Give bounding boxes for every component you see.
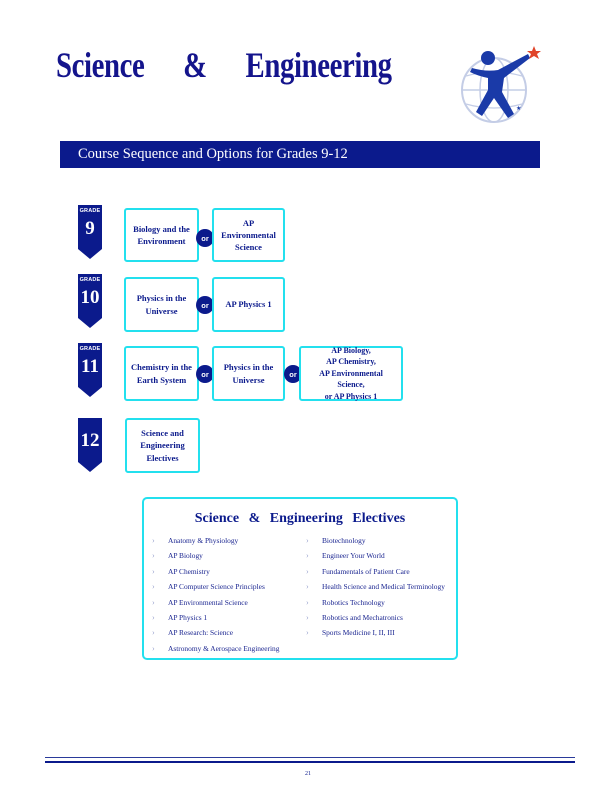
grade-tab-9: GRADE 9 [78, 205, 102, 249]
grade-tab-point [78, 462, 102, 472]
course-box: Physics in the Universe [124, 277, 199, 332]
list-item: Biotechnology [300, 533, 445, 549]
or-connector: or [196, 296, 214, 314]
list-item: Robotics and Mechatronics [300, 610, 445, 626]
electives-panel: Science & Engineering Electives Anatomy … [142, 497, 458, 660]
grade-number: 9 [85, 218, 95, 239]
list-item: Engineer Your World [300, 548, 445, 564]
list-item: AP Research: Science [146, 625, 279, 641]
grade-tab-label: GRADE [79, 346, 101, 352]
list-item: AP Physics 1 [146, 610, 279, 626]
or-connector: or [284, 365, 302, 383]
list-item: AP Computer Science Principles [146, 579, 279, 595]
svg-text:★: ★ [516, 105, 521, 112]
list-item: AP Chemistry [146, 564, 279, 580]
course-box: AP Physics 1 [212, 277, 285, 332]
electives-right-list: Biotechnology Engineer Your World Fundam… [300, 533, 445, 641]
list-item: AP Environmental Science [146, 595, 279, 611]
page-title: Science & Engineering [56, 45, 392, 85]
list-item: Fundamentals of Patient Care [300, 564, 445, 580]
course-box: Biology and the Environment [124, 208, 199, 262]
course-box: AP Environmental Science [212, 208, 285, 262]
list-item: Anatomy & Physiology [146, 533, 279, 549]
or-connector: or [196, 365, 214, 383]
grade-number: 11 [81, 356, 99, 377]
grade-tab-12: 12 [78, 418, 102, 462]
grade-tab-10: GRADE 10 [78, 274, 102, 318]
course-sequence-banner: Course Sequence and Options for Grades 9… [60, 141, 540, 168]
grade-number: 10 [80, 287, 100, 308]
electives-left-list: Anatomy & Physiology AP Biology AP Chemi… [146, 533, 279, 657]
page-number: 21 [305, 771, 311, 777]
course-box: Science and Engineering Electives [125, 418, 200, 473]
course-box: Physics in the Universe [212, 346, 285, 401]
or-connector: or [196, 229, 214, 247]
logo-figure-icon: ★ [461, 46, 541, 123]
grade-tab-label: GRADE [79, 277, 101, 283]
electives-title: Science & Engineering Electives [194, 511, 406, 526]
list-item: Health Science and Medical Terminology [300, 579, 445, 595]
list-item: AP Biology [146, 548, 279, 564]
grade-tab-point [78, 318, 102, 328]
grade-tab-11: GRADE 11 [78, 343, 102, 387]
list-item: Robotics Technology [300, 595, 445, 611]
grade-tab-point [78, 387, 102, 397]
course-box: AP Biology, AP Chemistry, AP Environment… [299, 346, 403, 401]
grade-tab-label: GRADE [79, 208, 101, 214]
list-item: Astronomy & Aerospace Engineering [146, 641, 279, 657]
grade-number: 12 [80, 430, 100, 451]
list-item: Sports Medicine I, II, III [300, 625, 445, 641]
grade-tab-point [78, 249, 102, 259]
course-box: Chemistry in the Earth System [124, 346, 199, 401]
footer-divider [45, 761, 575, 763]
footer-divider [45, 757, 575, 758]
